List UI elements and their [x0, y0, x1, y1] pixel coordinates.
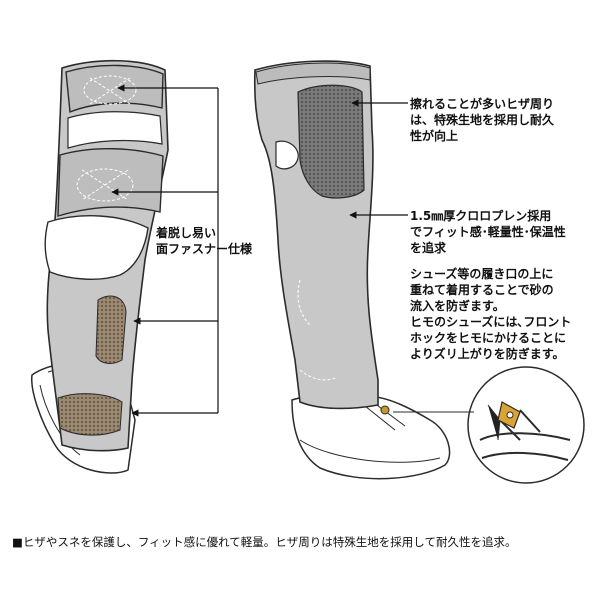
label-shoes: シューズ等の履き口の上に 重ねて着用することで砂の 流入を防ぎます。 ヒモのシュ…	[410, 267, 572, 361]
zipper-callout-lines	[111, 84, 219, 417]
left-leg-guard	[44, 59, 169, 452]
hook-detail-circle	[467, 366, 585, 484]
label-knee-fabric: 擦れることが多いヒザ周り は、特殊生地を採用し耐久 性が向上	[410, 97, 555, 143]
label-zipper: 着脱し易い 面ファスナー仕様	[156, 226, 253, 256]
right-leg-guard	[253, 60, 379, 410]
product-caption: ■ヒザやスネを保護し、フィット感に優れて軽量。ヒザ周りは特殊生地を採用して耐久性…	[12, 535, 517, 549]
right-callout-arrows	[349, 99, 408, 219]
right-shoe	[291, 391, 451, 480]
label-neoprene: 1.5㎜厚クロロプレン採用 でフィット感･軽量性･保温性 を追求	[410, 209, 566, 255]
